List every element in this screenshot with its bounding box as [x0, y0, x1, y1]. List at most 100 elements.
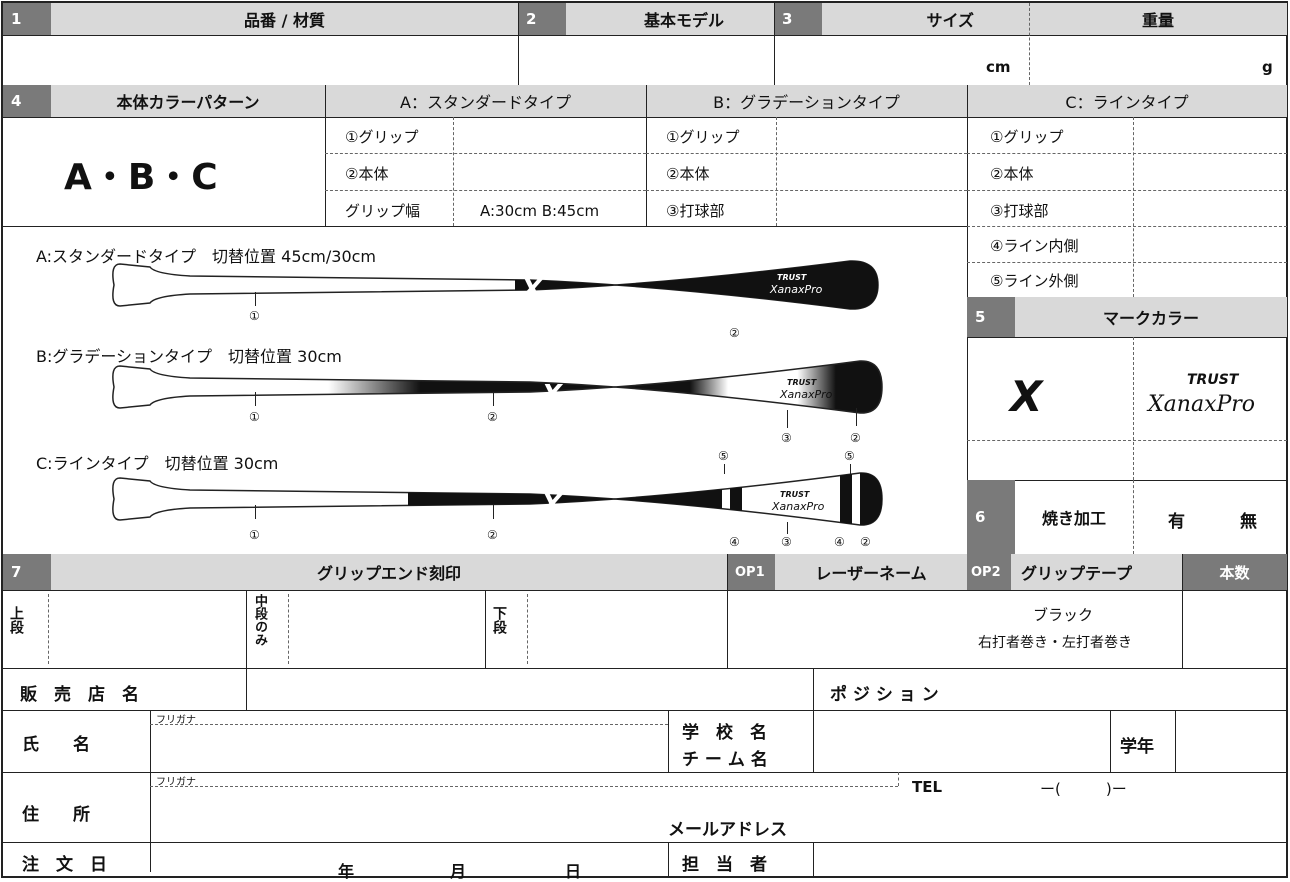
shop-input[interactable] — [247, 668, 813, 710]
a-body-label: ②本体 — [345, 165, 389, 183]
address-input[interactable] — [151, 786, 898, 810]
sec5-header-bg — [967, 297, 1287, 337]
mark-trust-logo[interactable]: TRUST — [1187, 372, 1239, 388]
bat-c-illustration — [112, 472, 883, 526]
bat-c-x2-logo: X — [542, 490, 563, 520]
school-input[interactable] — [814, 710, 1110, 772]
row1-header-bg — [3, 3, 1287, 35]
bat-b-xanax: XanaxPro — [780, 388, 833, 401]
tel-label: TEL — [912, 778, 943, 796]
type-c-header: C：ラインタイプ — [1065, 93, 1189, 112]
a-grip-label: ①グリップ — [345, 128, 419, 146]
op1-number: OP1 — [727, 554, 775, 590]
grade-input[interactable] — [1176, 710, 1287, 772]
bat-c-trust: TRUST — [780, 490, 810, 499]
bat-c-marker-4b: ④ — [834, 535, 845, 549]
bat-b-marker-1: ① — [249, 410, 260, 424]
op2-number: OP2 — [967, 554, 1011, 590]
order-year[interactable]: 年 — [338, 862, 355, 881]
mark-x2-logo[interactable]: X — [1010, 372, 1043, 421]
burn-no[interactable]: 無 — [1240, 512, 1257, 532]
sec7-title: グリップエンド刻印 — [316, 564, 461, 583]
a-grip-width-label: グリップ幅 — [345, 202, 421, 220]
grip-tape-wrap[interactable]: 右打者巻き・左打者巻き — [978, 635, 1132, 651]
engrave-middle-input[interactable] — [289, 590, 485, 668]
address-furigana-label: フリガナ — [156, 777, 196, 788]
bat-b-marker-2: ② — [487, 410, 498, 424]
weight-input[interactable] — [1029, 35, 1287, 85]
sec3-title: サイズ — [926, 11, 974, 30]
laser-name-input[interactable] — [727, 590, 967, 668]
sec2-number: 2 — [518, 3, 566, 35]
team-label: チ ー ム 名 — [682, 750, 768, 770]
b-hitting-label: ③打球部 — [666, 202, 725, 220]
model-number-input[interactable] — [3, 35, 518, 85]
mark-xanax-logo[interactable]: XanaxPro — [1148, 392, 1256, 417]
bat-a-marker-1: ① — [249, 309, 260, 323]
bat-a-xanax: XanaxPro — [770, 283, 823, 296]
address-label: 住 所 — [22, 805, 90, 825]
sec2-title: 基本モデル — [643, 11, 724, 30]
staff-label: 担 当 者 — [682, 855, 767, 875]
c-line-inner-label: ④ライン内側 — [990, 237, 1079, 255]
a-grip-width-value: A:30cm B:45cm — [480, 202, 600, 220]
name-label: 氏 名 — [22, 735, 90, 755]
sec4-header-bg — [3, 85, 1287, 117]
g-unit: g — [1262, 58, 1273, 76]
bat-c-marker-5a: ⑤ — [718, 449, 729, 463]
bat-c-marker-3: ③ — [781, 535, 792, 549]
sec4-number: 4 — [3, 85, 51, 117]
bat-c-marker-2b: ② — [860, 535, 871, 549]
pattern-options[interactable]: A・B・C — [64, 157, 218, 198]
op2-qty-header: 本数 — [1182, 554, 1287, 590]
tel-input[interactable]: ー( )ー — [1040, 780, 1127, 798]
c-grip-label: ①グリップ — [990, 128, 1064, 146]
engrave-upper-label: 上段 — [8, 606, 24, 634]
bat-c-marker-1: ① — [249, 528, 260, 542]
bat-c-marker-4a: ④ — [729, 535, 740, 549]
sec5-number: 5 — [967, 297, 1015, 337]
grip-tape-qty-input[interactable] — [1183, 590, 1287, 668]
order-date-label: 注 文 日 — [22, 855, 107, 875]
bat-b-x2-logo: X — [542, 380, 563, 410]
engrave-lower-label: 下段 — [491, 606, 507, 634]
bat-b-marker-3: ③ — [781, 431, 792, 445]
bat-b-trust: TRUST — [787, 378, 817, 387]
bat-b-marker-2b: ② — [850, 431, 861, 445]
staff-input[interactable] — [814, 842, 1287, 876]
email-input[interactable] — [820, 810, 1287, 840]
c-body-label: ②本体 — [990, 165, 1034, 183]
op2-title: グリップテープ — [1021, 564, 1133, 583]
bat-c-xanax: XanaxPro — [772, 500, 825, 513]
b-body-label: ②本体 — [666, 165, 710, 183]
burn-yes[interactable]: 有 — [1168, 512, 1185, 532]
sec7-number: 7 — [3, 554, 51, 590]
engrave-lower-input[interactable] — [528, 590, 727, 668]
bat-a-title: A:スタンダードタイプ 切替位置 45cm/30cm — [36, 247, 377, 266]
school-label: 学 校 名 — [682, 723, 767, 743]
bat-a-marker-2: ② — [729, 326, 740, 340]
order-day[interactable]: 日 — [565, 862, 582, 881]
engrave-middle-label: 中段のみ — [252, 594, 267, 646]
bat-a-illustration — [112, 260, 879, 310]
sec4-title: 本体カラーパターン — [116, 93, 260, 112]
sec1-title: 品番 / 材質 — [244, 11, 325, 30]
base-model-input[interactable] — [518, 35, 774, 85]
email-label: メールアドレス — [668, 820, 787, 840]
sec1-number: 1 — [3, 3, 51, 35]
engrave-upper-input[interactable] — [49, 590, 246, 668]
type-a-header: A：スタンダードタイプ — [400, 93, 571, 112]
grip-tape-color: ブラック — [1033, 606, 1094, 624]
type-b-header: B：グラデーションタイプ — [713, 93, 900, 112]
grade-label: 学年 — [1120, 737, 1154, 757]
bat-a-x2-logo: X — [522, 275, 543, 305]
bat-b-title: B:グラデーションタイプ 切替位置 30cm — [36, 347, 342, 366]
order-month[interactable]: 月 — [450, 862, 467, 881]
position-input[interactable] — [968, 668, 1287, 710]
name-input[interactable] — [151, 724, 668, 772]
shop-label: 販 売 店 名 — [20, 685, 139, 705]
c-hitting-label: ③打球部 — [990, 202, 1049, 220]
sec5-title: マークカラー — [1102, 309, 1199, 328]
bat-a-trust: TRUST — [777, 273, 807, 282]
